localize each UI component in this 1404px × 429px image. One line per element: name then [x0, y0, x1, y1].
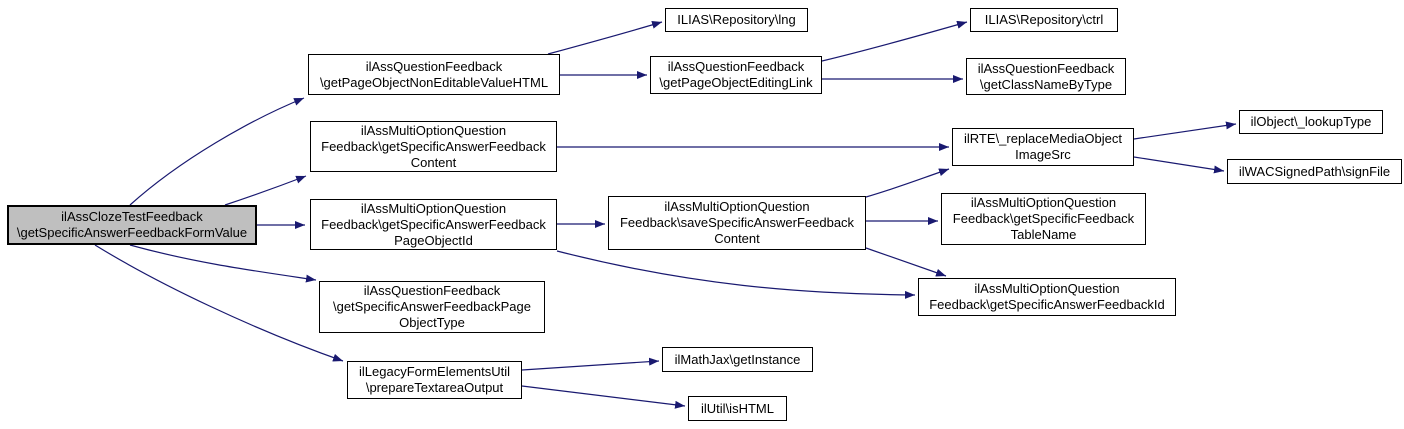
node-label: ilAssMultiOptionQuestion Feedback\getSpe…: [952, 195, 1135, 242]
node-util-is-html[interactable]: ilUtil\isHTML: [688, 396, 787, 421]
node-get-page-object-editing-link[interactable]: ilAssQuestionFeedback \getPageObjectEdit…: [650, 56, 822, 94]
edge-textarea-output-to-mathjax-get-instance: [521, 357, 660, 371]
edge-replace-media-object-to-sign-file: [1133, 156, 1225, 174]
node-label: ilAssMultiOptionQuestion Feedback\getSpe…: [929, 281, 1165, 312]
node-label: ilAssQuestionFeedback \getSpecificAnswer…: [332, 283, 531, 330]
node-prepare-textarea-output[interactable]: ilLegacyFormElementsUtil \prepareTextare…: [347, 361, 522, 399]
node-get-specific-answer-feedback-form-value: ilAssClozeTestFeedback \getSpecificAnswe…: [7, 205, 257, 245]
node-label: ilMathJax\getInstance: [674, 351, 801, 367]
node-ilias-repository-ctrl[interactable]: ILIAS\Repository\ctrl: [970, 8, 1118, 32]
edge-root-to-page-object-non-editable-value-html: [129, 97, 305, 206]
edge-replace-media-object-to-lookup-type: [1133, 121, 1237, 140]
node-label: ilAssQuestionFeedback \getPageObjectEdit…: [659, 59, 813, 90]
node-label: ilAssQuestionFeedback \getClassNameByTyp…: [977, 60, 1115, 92]
node-label: ilObject\_lookupType: [1250, 114, 1372, 129]
node-replace-media-object-image-src[interactable]: ilRTE\_replaceMediaObject ImageSrc: [952, 128, 1134, 166]
node-label: ilWACSignedPath\signFile: [1238, 163, 1391, 179]
node-get-specific-answer-feedback-id[interactable]: ilAssMultiOptionQuestion Feedback\getSpe…: [918, 278, 1176, 316]
edge-non-editable-to-repository-lng: [547, 21, 663, 55]
node-label: ilLegacyFormElementsUtil \prepareTextare…: [359, 364, 510, 395]
edge-root-to-get-specific-answer-feedback-content: [224, 175, 307, 206]
node-label: ilAssQuestionFeedback \getPageObjectNonE…: [319, 58, 549, 90]
node-get-class-name-by-type[interactable]: ilAssQuestionFeedback \getClassNameByTyp…: [966, 58, 1126, 95]
edge-save-content-to-feedback-id: [865, 247, 947, 277]
node-label: ilAssMultiOptionQuestion Feedback\getSpe…: [321, 200, 546, 248]
node-get-specific-answer-feedback-page-object-type[interactable]: ilAssQuestionFeedback \getSpecificAnswer…: [319, 281, 545, 333]
node-wac-signed-path-sign-file[interactable]: ilWACSignedPath\signFile: [1227, 159, 1402, 184]
node-label: ILIAS\Repository\lng: [677, 12, 796, 27]
edge-page-object-id-to-feedback-id: [556, 250, 916, 299]
node-label: ILIAS\Repository\ctrl: [984, 12, 1104, 27]
node-label: ilAssMultiOptionQuestion Feedback\getSpe…: [321, 122, 546, 170]
node-get-specific-feedback-table-name[interactable]: ilAssMultiOptionQuestion Feedback\getSpe…: [941, 193, 1146, 245]
node-object-lookup-type[interactable]: ilObject\_lookupType: [1239, 110, 1383, 134]
node-get-page-object-non-editable-value-html[interactable]: ilAssQuestionFeedback \getPageObjectNonE…: [308, 54, 560, 95]
edge-root-to-prepare-textarea-output: [94, 244, 344, 362]
node-get-specific-answer-feedback-page-object-id[interactable]: ilAssMultiOptionQuestion Feedback\getSpe…: [310, 199, 557, 250]
node-label: ilRTE\_replaceMediaObject ImageSrc: [964, 131, 1122, 162]
node-mathjax-get-instance[interactable]: ilMathJax\getInstance: [662, 347, 813, 372]
node-get-specific-answer-feedback-content[interactable]: ilAssMultiOptionQuestion Feedback\getSpe…: [310, 121, 557, 172]
node-label: ilAssClozeTestFeedback \getSpecificAnswe…: [16, 209, 248, 240]
edge-save-content-to-replace-media-object: [865, 168, 950, 198]
edge-editing-link-to-repository-ctrl: [821, 20, 968, 62]
node-ilias-repository-lng[interactable]: ILIAS\Repository\lng: [665, 8, 808, 32]
node-label: ilAssMultiOptionQuestion Feedback\saveSp…: [619, 199, 855, 246]
edge-root-to-get-specific-answer-feedback-page-object-type: [129, 244, 317, 283]
node-label: ilUtil\isHTML: [701, 400, 774, 416]
node-save-specific-answer-feedback-content[interactable]: ilAssMultiOptionQuestion Feedback\saveSp…: [608, 196, 866, 250]
edge-textarea-output-to-util-is-html: [521, 385, 686, 409]
